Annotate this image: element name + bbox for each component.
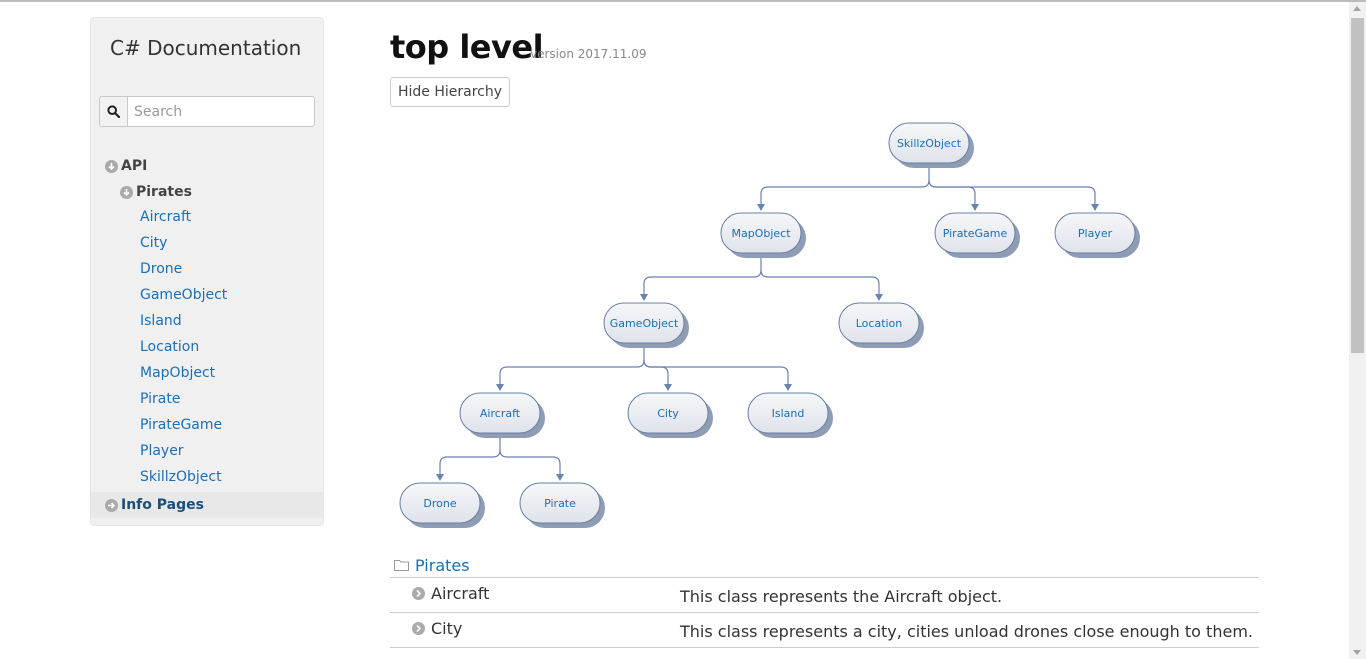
hierarchy-node-city[interactable]: City (627, 392, 713, 438)
namespace-section: Pirates Aircraft This class represents t… (390, 553, 1259, 648)
nav-item-label: API (121, 158, 148, 174)
hierarchy-node-pirategame[interactable]: PirateGame (934, 212, 1020, 258)
hierarchy-node-skillzobject[interactable]: SkillzObject (888, 122, 974, 168)
expand-icon (412, 622, 425, 635)
hide-hierarchy-button[interactable]: Hide Hierarchy (390, 77, 511, 107)
collapsed-icon (105, 498, 118, 512)
hierarchy-node-aircraft[interactable]: Aircraft (459, 392, 545, 438)
folder-icon (394, 560, 409, 571)
scroll-up-icon[interactable] (1353, 6, 1361, 11)
class-name-label: City (431, 619, 463, 638)
hierarchy-node-pirate[interactable]: Pirate (519, 482, 605, 528)
node-label: Aircraft (480, 407, 521, 420)
hierarchy-node-drone[interactable]: Drone (399, 482, 485, 528)
search-button[interactable] (100, 97, 128, 126)
divider (390, 577, 1259, 578)
page-title: top level (390, 28, 544, 66)
nav-link-city[interactable]: City (140, 235, 168, 251)
nav-item-pirates[interactable]: Pirates (120, 181, 192, 203)
hierarchy-node-island[interactable]: Island (747, 392, 833, 438)
scroll-down-icon[interactable] (1353, 650, 1361, 655)
class-description: This class represents a city, cities unl… (680, 622, 1253, 641)
hierarchy-edges (439, 165, 1096, 480)
nav-item-api[interactable]: API (105, 155, 147, 177)
nav-link-aircraft[interactable]: Aircraft (140, 209, 192, 225)
nav-link-gameobject[interactable]: GameObject (140, 287, 228, 303)
hierarchy-node-location[interactable]: Location (838, 302, 924, 348)
nav-link-pirate[interactable]: Pirate (140, 391, 181, 407)
sidebar: C# Documentation API Pirates Aircraft Ci… (90, 17, 324, 526)
node-label: Location (856, 317, 903, 330)
table-row: Aircraft This class represents the Aircr… (390, 578, 1259, 613)
top-border (0, 0, 1366, 2)
nav-link-skillzobject[interactable]: SkillzObject (140, 469, 222, 485)
nav-link-island[interactable]: Island (140, 313, 182, 329)
nav-link-player[interactable]: Player (140, 443, 184, 459)
node-label: SkillzObject (897, 137, 962, 150)
node-label: PirateGame (943, 227, 1008, 240)
search-box (99, 96, 315, 127)
vertical-scrollbar[interactable] (1349, 2, 1366, 659)
nav-info-row: Info Pages (91, 492, 323, 518)
search-icon (107, 105, 120, 118)
node-label: Drone (423, 497, 456, 510)
nav-link-location[interactable]: Location (140, 339, 200, 355)
nav-link-mapobject[interactable]: MapObject (140, 365, 216, 381)
hierarchy-arrowheads (436, 204, 1099, 481)
namespace-link[interactable]: Pirates (415, 555, 470, 575)
sidebar-title: C# Documentation (110, 36, 302, 60)
expanded-icon (105, 159, 118, 173)
nav-item-label: Info Pages (121, 497, 204, 513)
table-row: City This class represents a city, citie… (390, 613, 1259, 648)
nav-link-drone[interactable]: Drone (140, 261, 183, 277)
class-description: This class represents the Aircraft objec… (680, 587, 1003, 606)
node-label: MapObject (731, 227, 791, 240)
nav-item-info-pages[interactable]: Info Pages (105, 494, 204, 516)
class-name[interactable]: City (412, 619, 462, 638)
node-label: Island (772, 407, 805, 420)
node-label: Pirate (544, 497, 576, 510)
search-input[interactable] (128, 97, 314, 126)
hierarchy-node-gameobject[interactable]: GameObject (603, 302, 689, 348)
hierarchy-node-player[interactable]: Player (1054, 212, 1140, 258)
namespace-header[interactable]: Pirates (390, 553, 1259, 577)
hierarchy-node-mapobject[interactable]: MapObject (720, 212, 806, 258)
node-label: GameObject (610, 317, 679, 330)
expanded-icon (120, 185, 133, 199)
class-name-label: Aircraft (431, 584, 490, 603)
nav-link-pirategame[interactable]: PirateGame (140, 417, 223, 433)
version-label: version 2017.11.09 (530, 47, 647, 61)
scrollbar-thumb[interactable] (1351, 18, 1364, 353)
nav-item-label: Pirates (136, 184, 192, 200)
class-name[interactable]: Aircraft (412, 584, 489, 603)
class-hierarchy-diagram: SkillzObject MapObject PirateGame Player… (399, 122, 1140, 528)
expand-icon (412, 587, 425, 600)
node-label: Player (1078, 227, 1113, 240)
node-label: City (657, 407, 679, 420)
